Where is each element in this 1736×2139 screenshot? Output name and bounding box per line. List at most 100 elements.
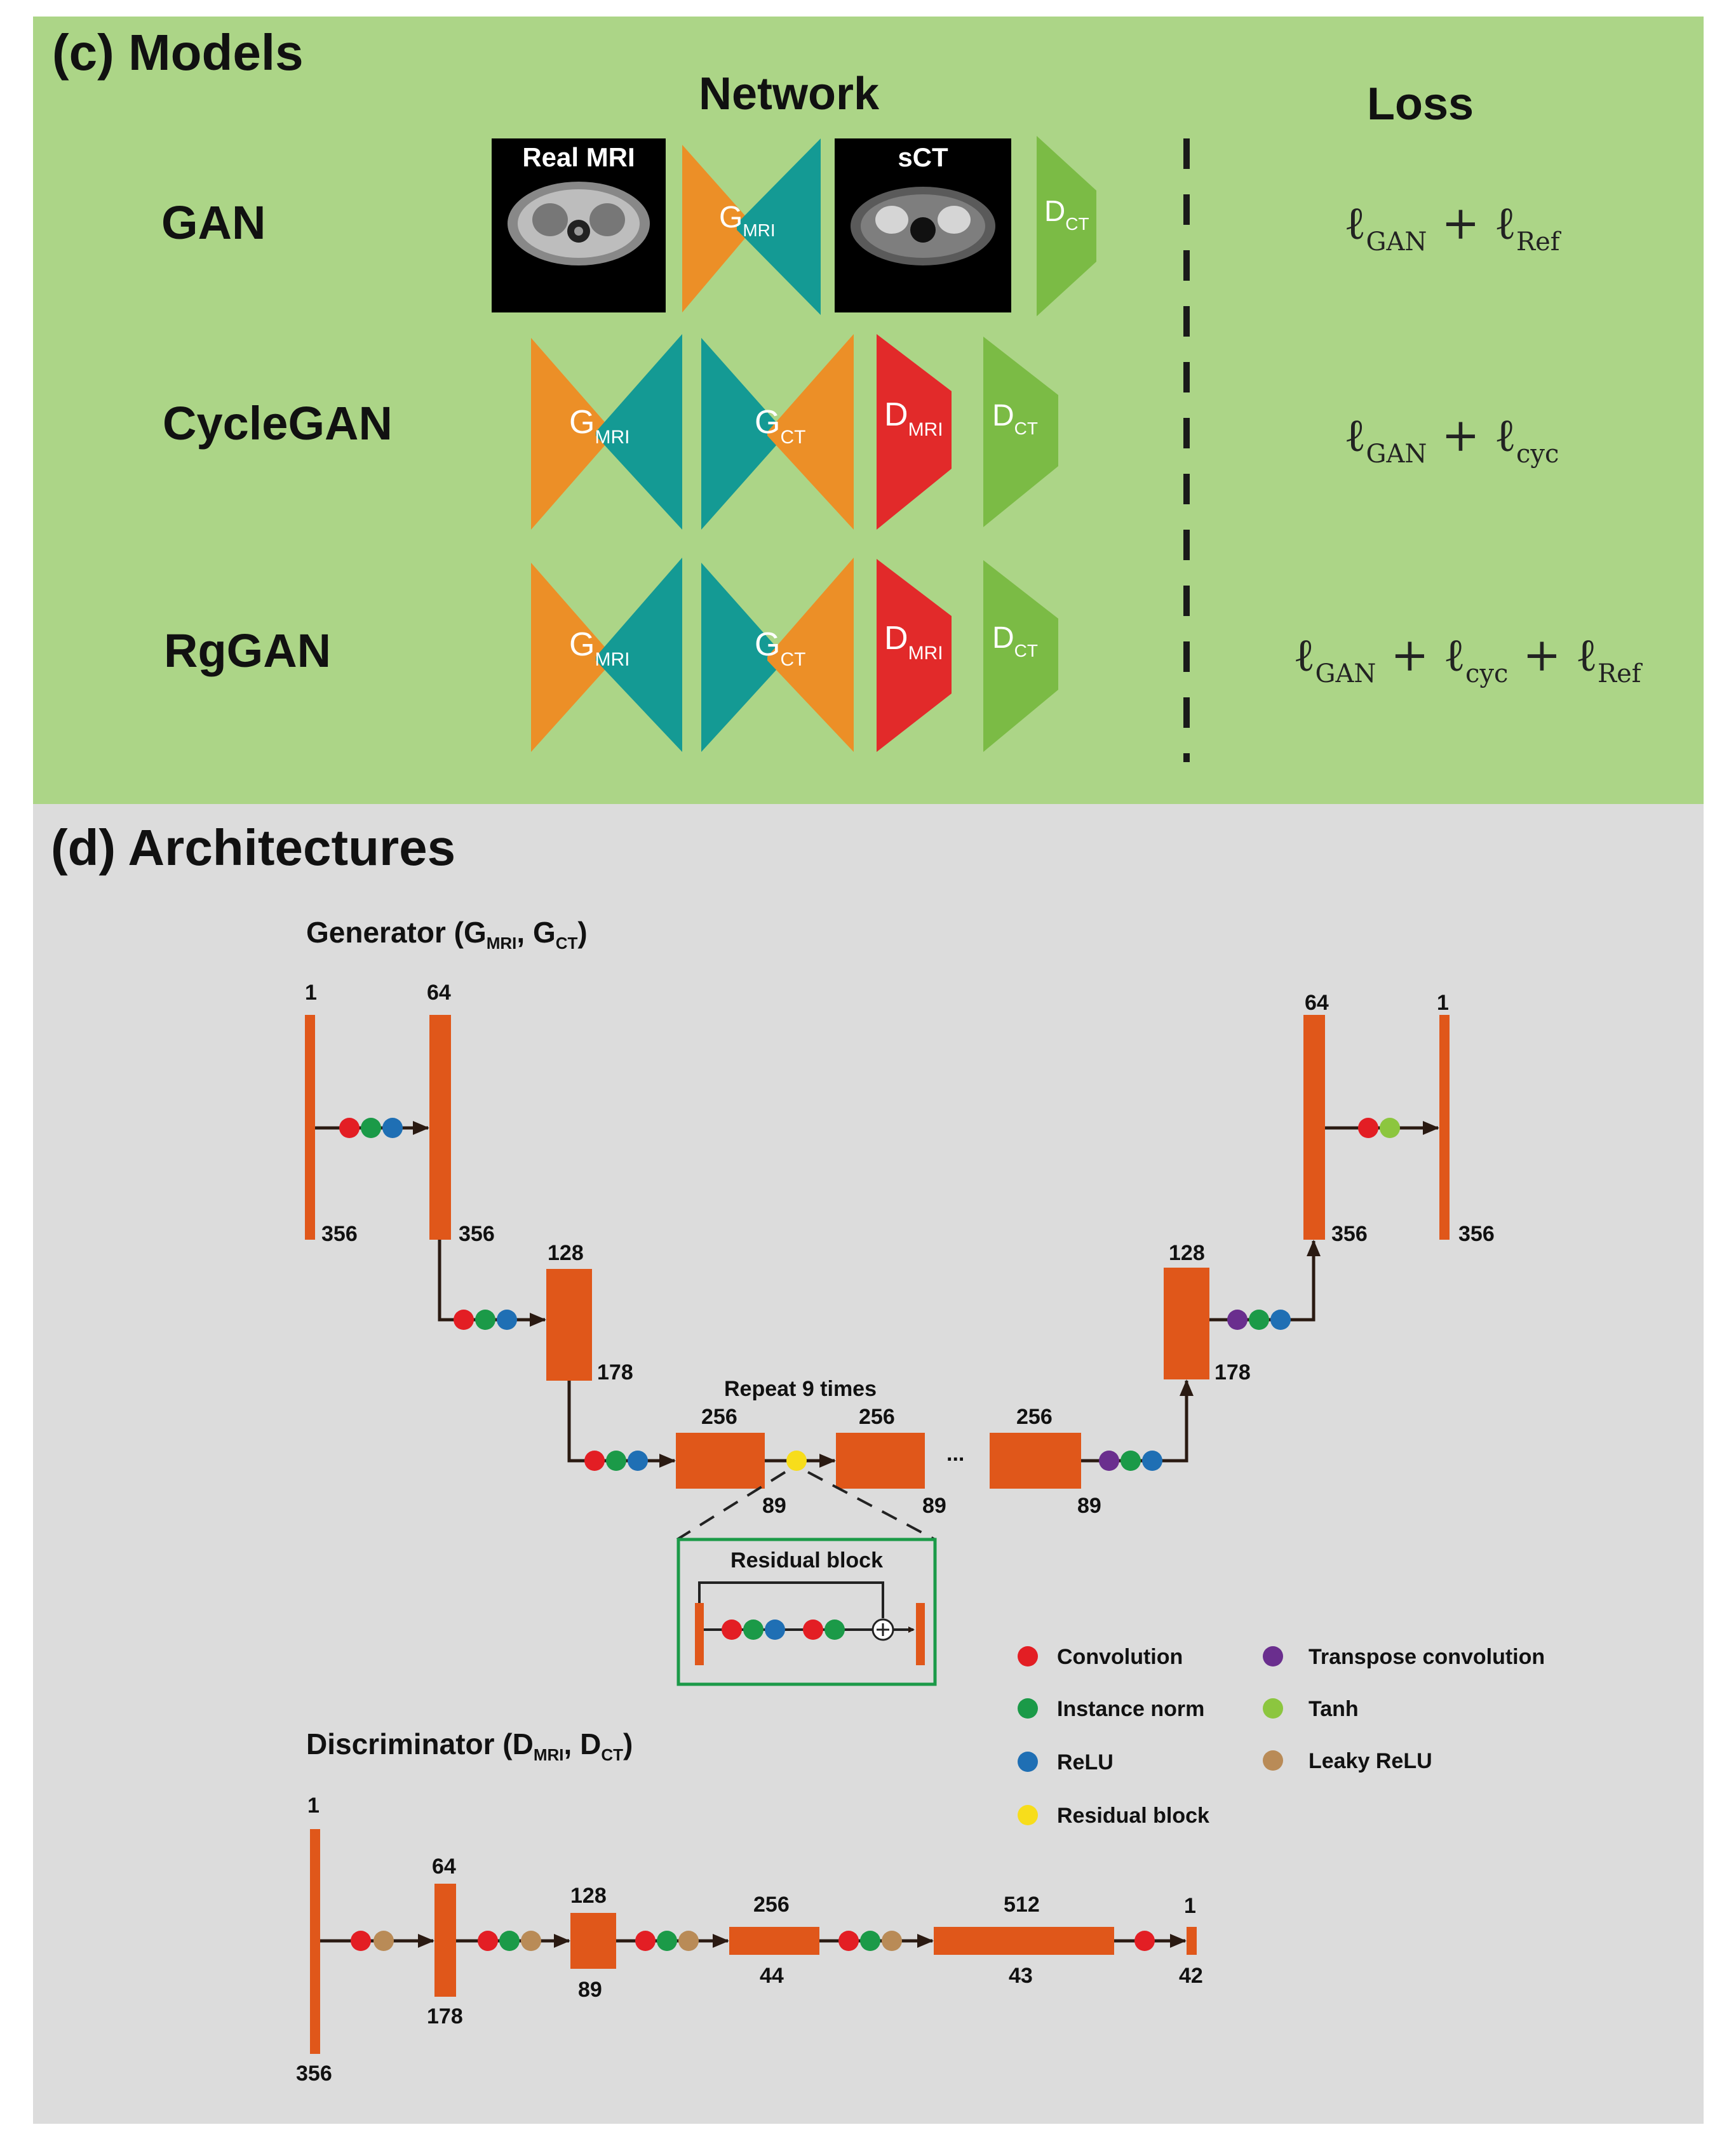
- legend-item-relu: ReLU: [1018, 1750, 1114, 1774]
- gen-ops-4: [1099, 1451, 1162, 1471]
- discriminator-title-sub2: CT: [601, 1745, 623, 1764]
- relu-dot: [1142, 1451, 1162, 1471]
- disc-layer-256: [729, 1927, 819, 1955]
- loss-sub-ref: Ref: [1598, 659, 1643, 688]
- transpose-conv-dot: [1227, 1310, 1248, 1330]
- generator-title-sep: , G: [516, 916, 555, 949]
- loss-title: Loss: [1367, 79, 1474, 130]
- gen-r2-ch: 256: [859, 1405, 895, 1429]
- architectures-heading: (d) Architectures: [51, 819, 455, 876]
- legend-label: Leaky ReLU: [1309, 1749, 1432, 1773]
- discriminator-title-sub1: MRI: [534, 1745, 564, 1764]
- relu-dot: [1270, 1310, 1291, 1330]
- models-heading: (c) Models: [52, 24, 304, 81]
- relu-dot: [382, 1118, 403, 1138]
- svg-text:GCT: GCT: [755, 404, 805, 448]
- res-in-layer: [695, 1603, 704, 1665]
- disc-in-size: 356: [296, 2062, 332, 2086]
- discriminator-mri-cyclegan: DMRI: [877, 334, 952, 530]
- sct-image: sCT: [835, 138, 1011, 312]
- gen-in-ch: 1: [305, 981, 317, 1005]
- legend-label: Transpose convolution: [1309, 1645, 1545, 1669]
- instance-norm-dot: [361, 1118, 381, 1138]
- instance-norm-dot: [1120, 1451, 1141, 1471]
- gen-res-layer-1: [676, 1433, 765, 1489]
- add-icon: [871, 1618, 894, 1641]
- legend-label: ReLU: [1057, 1750, 1114, 1774]
- loss-cyclegan: ℓGAN + ℓcyc: [1344, 408, 1559, 469]
- loss-ell: ℓ: [1344, 408, 1366, 462]
- gen-out-ch: 1: [1437, 991, 1449, 1015]
- instance-norm-dot: [743, 1619, 764, 1640]
- disc-d2-ch: 128: [570, 1884, 607, 1908]
- disc-in-ch: 1: [307, 1794, 320, 1818]
- discriminator-title-sep: , D: [564, 1727, 602, 1760]
- gen-ellipsis: ...: [946, 1442, 964, 1466]
- disc-out-size: 42: [1179, 1964, 1203, 1988]
- conv-dot: [722, 1619, 742, 1640]
- gen-out-size: 356: [1458, 1222, 1495, 1246]
- disc-input-layer: [310, 1829, 320, 2054]
- conv-dot: [1358, 1118, 1378, 1138]
- svg-text:GMRI: GMRI: [569, 626, 629, 670]
- gen-up-layer-128: [1164, 1268, 1209, 1379]
- svg-text:GMRI: GMRI: [719, 201, 776, 240]
- conv-dot: [635, 1931, 656, 1951]
- discriminator-mri-rggan: DMRI: [877, 559, 952, 752]
- g-sub-mri: MRI: [743, 220, 775, 240]
- instance-norm-dot: [606, 1451, 626, 1471]
- loss-sub-gan: GAN: [1366, 439, 1427, 469]
- disc-d4-ch: 512: [1004, 1893, 1040, 1917]
- d-letter: D: [1044, 194, 1065, 227]
- d-sub-mri: MRI: [908, 419, 943, 440]
- svg-text:DCT: DCT: [1044, 194, 1089, 234]
- gen-layer-128: [546, 1269, 592, 1381]
- instance-norm-dot: [499, 1931, 520, 1951]
- gen-up-layer-64: [1303, 1015, 1325, 1240]
- loss-ell: ℓ: [1443, 628, 1465, 681]
- d-sub-ct: CT: [1065, 214, 1089, 234]
- legend-label: Tanh: [1309, 1697, 1359, 1721]
- instance-norm-dot: [860, 1931, 880, 1951]
- leaky-relu-dot: [373, 1931, 394, 1951]
- generator-title-sub2: CT: [556, 934, 578, 953]
- g-sub-mri: MRI: [595, 427, 629, 448]
- d-sub-mri: MRI: [908, 643, 943, 664]
- d-sub-ct: CT: [1014, 641, 1038, 660]
- gen-u1-ch: 128: [1169, 1241, 1205, 1265]
- discriminator-ct-gan: DCT: [1037, 136, 1096, 316]
- gen-in-size: 356: [321, 1222, 358, 1246]
- g-letter: G: [755, 404, 780, 441]
- disc-d3-size: 44: [760, 1964, 784, 1988]
- conv-dot: [584, 1451, 605, 1471]
- legend-label: Convolution: [1057, 1645, 1183, 1669]
- relu-dot: [765, 1619, 785, 1640]
- disc-ops-3: [635, 1931, 699, 1951]
- disc-d1-ch: 64: [432, 1854, 456, 1879]
- loss-sub-cyc: cyc: [1465, 659, 1508, 688]
- conv-dot: [339, 1118, 360, 1138]
- gen-l1-size: 356: [459, 1222, 495, 1246]
- generator-ct-rggan: GCT: [701, 558, 854, 752]
- gen-output-layer: [1439, 1015, 1450, 1240]
- gen-u1-size: 178: [1215, 1360, 1251, 1385]
- loss-ell: ℓ: [1575, 628, 1598, 681]
- gen-r1-size: 89: [762, 1494, 786, 1518]
- legend-item-residual-block: Residual block: [1018, 1804, 1209, 1828]
- generator-title-end: ): [577, 916, 587, 949]
- gen-l1-ch: 64: [427, 981, 451, 1005]
- disc-ops-5: [1134, 1931, 1155, 1951]
- discriminator-title: Discriminator (DMRI, DCT): [306, 1727, 633, 1764]
- zoom-dash-left: [676, 1471, 786, 1541]
- relu-dot: [497, 1310, 517, 1330]
- g-letter: G: [569, 626, 595, 663]
- gen-l2-ch: 128: [548, 1241, 584, 1265]
- residual-block-dot: [786, 1451, 807, 1471]
- legend-item-convolution: Convolution: [1018, 1645, 1183, 1669]
- gen-layer-64: [429, 1015, 451, 1240]
- real-mri-label: Real MRI: [522, 142, 635, 172]
- loss-rggan: ℓGAN + ℓcyc + ℓRef: [1293, 628, 1643, 688]
- instance-norm-dot: [475, 1310, 495, 1330]
- generator-title-sub1: MRI: [487, 934, 517, 953]
- gen-r1-ch: 256: [701, 1405, 737, 1429]
